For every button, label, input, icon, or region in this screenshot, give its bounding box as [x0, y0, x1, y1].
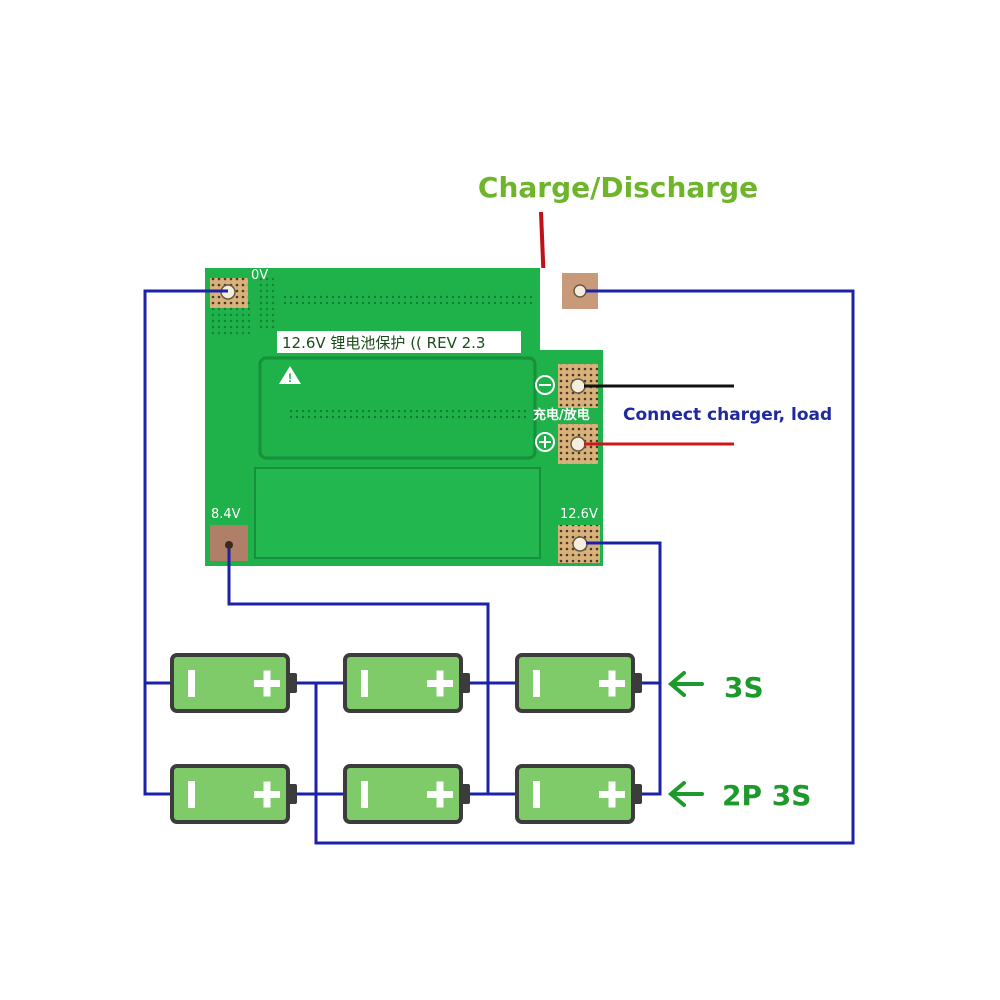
- battery-icon: [343, 653, 472, 713]
- battery-icon: [170, 653, 299, 713]
- title-text: Charge/Discharge: [478, 171, 758, 204]
- label-charge-discharge: 充电/放电: [533, 407, 590, 423]
- wiring: [143, 289, 855, 845]
- battery-icon: [515, 653, 644, 713]
- label-12-6v: 12.6V: [560, 507, 598, 522]
- battery-icon: [343, 764, 472, 824]
- svg-text:!: !: [288, 371, 292, 385]
- config-2p3s-label: 2P 3S: [722, 779, 811, 812]
- plus-terminal-icon: [535, 432, 555, 452]
- battery-row-3s: [170, 653, 644, 713]
- silkscreen-box: [277, 331, 521, 353]
- label-0v: 0V: [251, 268, 268, 283]
- battery-icon: [170, 764, 299, 824]
- battery-row-2p3s: [170, 764, 644, 824]
- pcb-board: 12.6V 锂电池保护 (( REV 2.3 ! 0V 4.2V: [205, 268, 603, 566]
- arrow-left-icon: [667, 671, 704, 697]
- connect-charger-label: Connect charger, load: [623, 405, 832, 425]
- silkscreen-text: 12.6V 锂电池保护 (( REV 2.3: [282, 334, 485, 352]
- battery-icon: [515, 764, 644, 824]
- warning-icon: !: [279, 366, 301, 385]
- label-4-2v: 4.2V: [562, 312, 592, 327]
- arrow-left-icon: [667, 781, 704, 807]
- minus-terminal-icon: [535, 375, 555, 395]
- label-8-4v: 8.4V: [211, 507, 241, 522]
- config-3s-label: 3S: [724, 671, 764, 704]
